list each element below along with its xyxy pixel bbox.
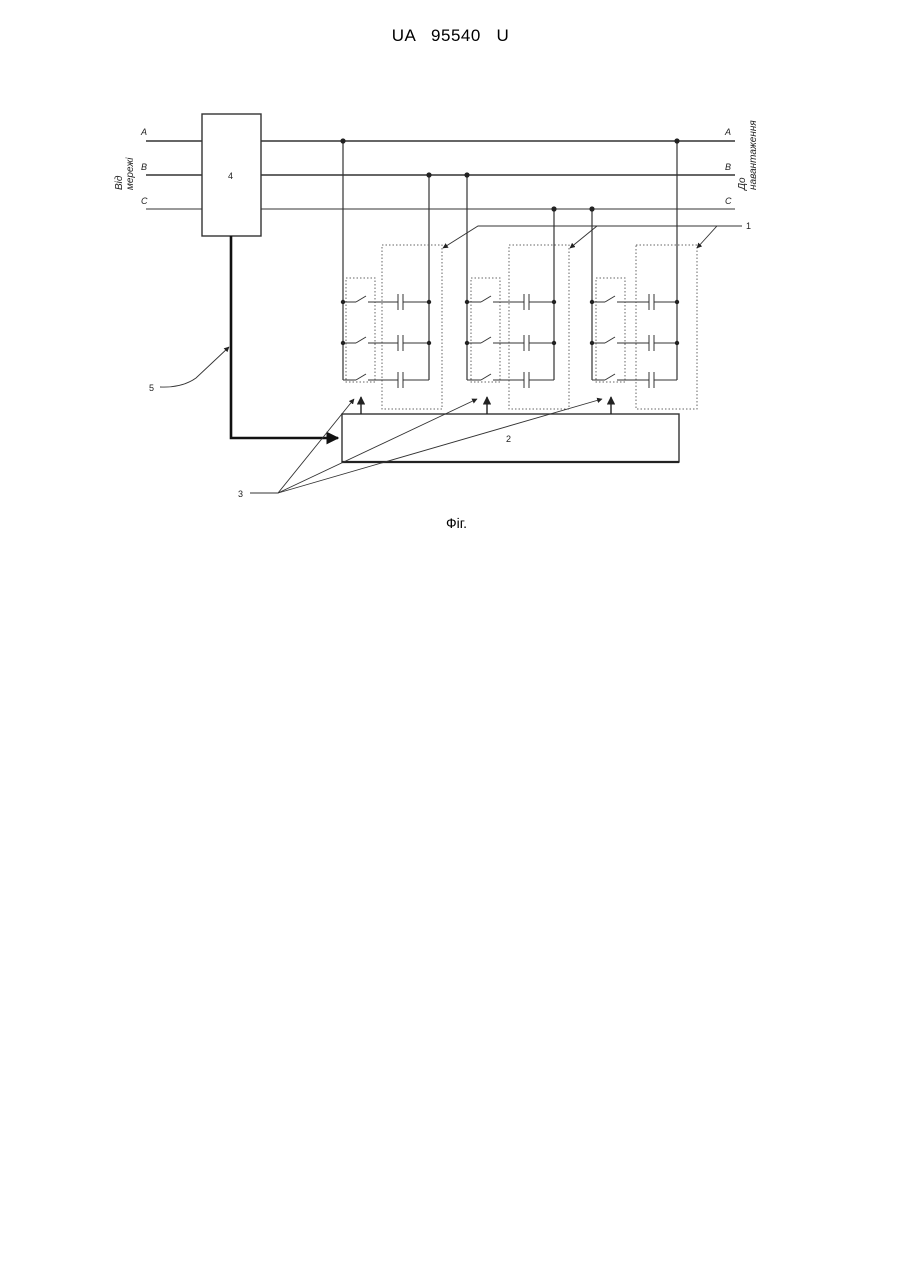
signal-line — [231, 236, 338, 438]
load-label: До навантаження — [737, 120, 759, 191]
phase-a-label-right: A — [724, 127, 731, 137]
callout-5-leader — [160, 347, 229, 387]
phase-c-label-left: C — [141, 196, 148, 206]
phase-b-label-right: B — [725, 162, 731, 172]
switch-group-2 — [471, 278, 500, 382]
source-label: Від мережі — [114, 157, 136, 190]
meter-block-label: 4 — [228, 171, 233, 181]
capacitor-bank-1 — [382, 245, 442, 409]
callout-3-label: 3 — [238, 489, 243, 499]
svg-text:До: До — [737, 177, 748, 191]
figure-caption: Фіг. — [446, 515, 467, 531]
svg-text:Від: Від — [114, 175, 125, 190]
phase-b-label-left: B — [141, 162, 147, 172]
switch-group-3 — [596, 278, 625, 382]
controller-block-label: 2 — [506, 434, 511, 444]
svg-text:навантаження: навантаження — [748, 120, 759, 190]
phase-c-label-right: C — [725, 196, 732, 206]
callout-1-label: 1 — [746, 221, 751, 231]
callout-5-label: 5 — [149, 383, 154, 393]
phase-a-label-left: A — [140, 127, 147, 137]
switch-group-1 — [346, 278, 375, 382]
svg-text:мережі: мережі — [125, 157, 136, 190]
capacitor-module-3 — [589, 138, 697, 414]
capacitor-module-1 — [340, 138, 442, 414]
capacitor-bank-2 — [509, 245, 569, 409]
capacitor-bank-3 — [636, 245, 697, 409]
